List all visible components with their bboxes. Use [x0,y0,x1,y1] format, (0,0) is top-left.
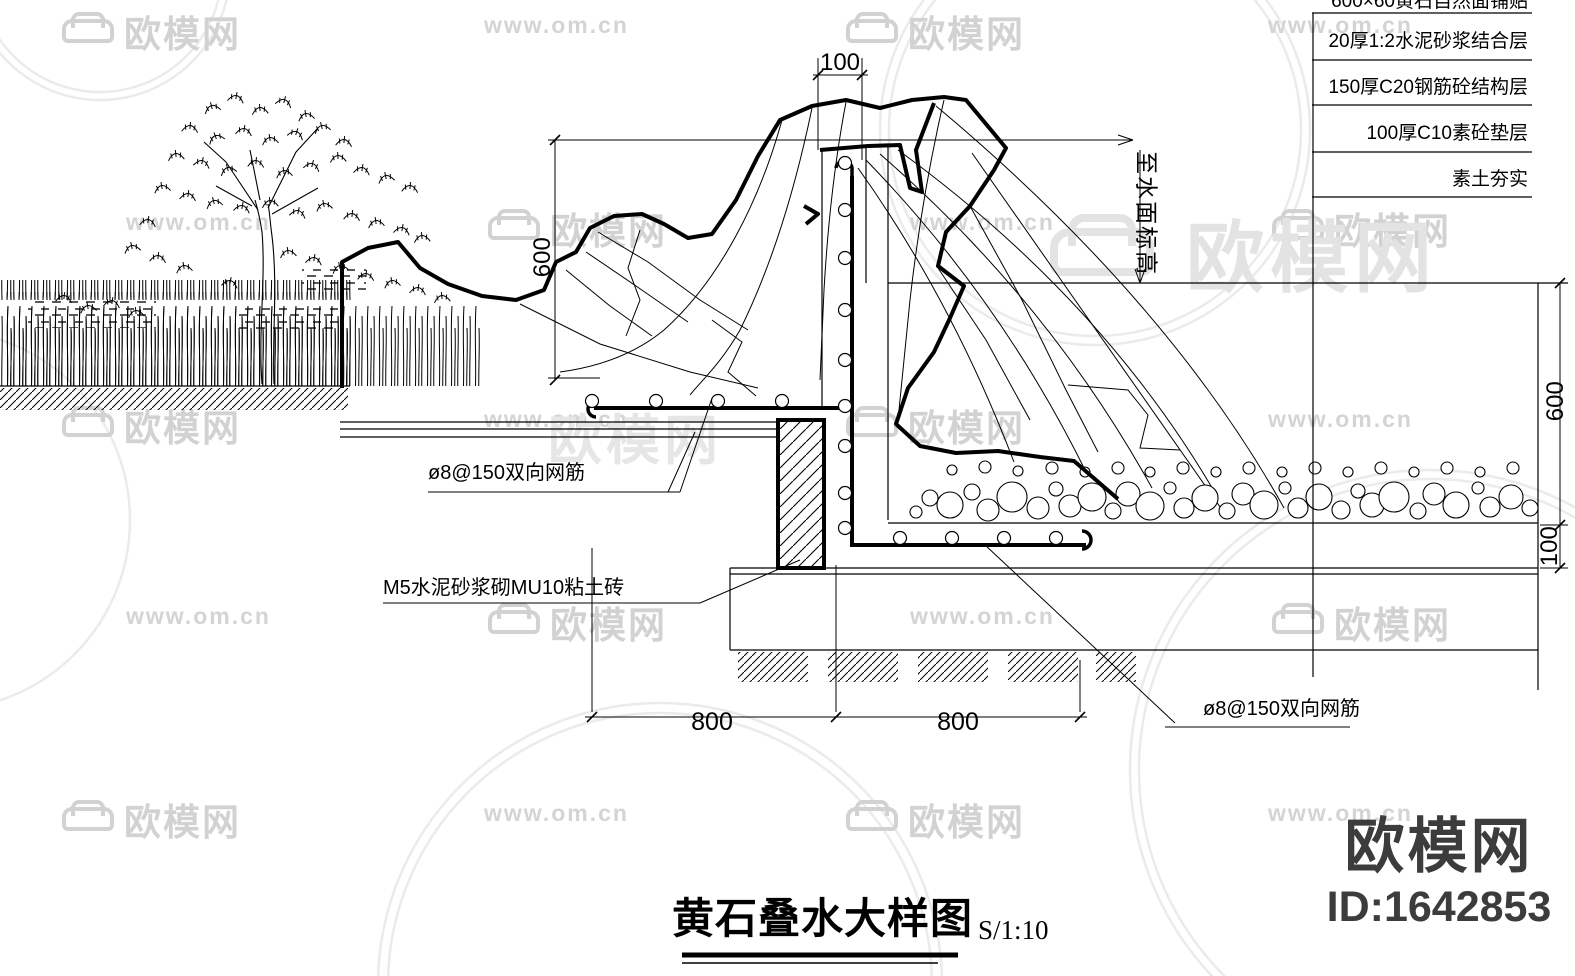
dim-right-600: 600 [1541,381,1569,422]
water-level-note: 至水面标高 [1133,151,1160,277]
material-row-3: 100厚C10素砼垫层 [1366,123,1528,144]
sofa-icon [846,800,898,831]
material-table [1312,12,1532,677]
watermark-brand-tile: 欧模网 [62,398,241,452]
callout-brick-wall: M5水泥砂浆砌MU10粘土砖 [383,577,625,599]
brick-pier [776,418,826,570]
watermark-large-text: 欧模网 [1186,214,1439,302]
wall-outline [821,146,889,520]
material-row-1: 20厚1:2水泥砂浆结合层 [1328,31,1528,52]
site-logo: 欧模网 [1344,813,1534,880]
sofa-icon [62,12,114,43]
sofa-icon [488,603,540,634]
callout-mesh-bottom: ø8@150双向网筋 [1203,698,1361,720]
dim-bottom-800-right: 800 [937,708,979,736]
tree [203,127,319,385]
watermark-brand-tile: 欧模网 [1272,201,1451,255]
dimension-lines [548,58,1568,723]
watermark-brand-tile: 欧模网 [62,4,241,58]
pebbles [909,460,1539,522]
watermark-url-tile: www.om.cn [484,406,629,432]
rock-facets [519,99,1226,515]
material-row-4: 素土夯实 [1451,169,1528,190]
watermark-large: 欧模网 [1050,196,1438,308]
drawing-title: 黄石叠水大样图 [672,895,974,942]
sofa-icon [62,800,114,831]
dim-left-600: 600 [528,237,556,278]
watermark-medium: 欧模网 [548,396,722,475]
watermark-url-tile: www.om.cn [910,209,1055,235]
watermark-url-tile: www.om.cn [1268,12,1413,38]
watermark-url-tile: www.om.cn [126,209,271,235]
watermark-brand-tile: 欧模网 [488,595,667,649]
ground-hatch-left [0,388,348,410]
material-row-2: 150厚C20钢筋砼结构层 [1328,77,1528,98]
watermark-medium-text: 欧模网 [548,411,722,471]
dim-top-100: 100 [819,49,861,76]
watermark-brand-tile: 欧模网 [846,398,1025,452]
sofa-icon [846,12,898,43]
rock-outline [340,95,1120,501]
site-id: ID:1642853 [1326,883,1552,931]
watermark-url-tile: www.om.cn [1268,800,1413,826]
title-underline [682,952,958,964]
watermark-url-tile: www.om.cn [484,800,629,826]
watermark-brand-tile: 欧模网 [62,792,241,846]
sofa-icon [1050,214,1154,276]
dim-bottom-800-left: 800 [691,708,733,736]
watermark-url-tile: www.om.cn [484,12,629,38]
sofa-icon [488,209,540,240]
drawing-scale: S/1:10 [978,915,1049,945]
watermark-url-tile: www.om.cn [126,603,271,629]
dim-right-100: 100 [1535,526,1563,567]
material-row-0: 600×60黄石自然面铺贴 [1331,0,1528,12]
watermark-url-tile: www.om.cn [1268,406,1413,432]
callout-mesh-left: ø8@150双向网筋 [428,462,586,484]
grass [0,268,480,387]
base-soil-hatch [738,652,1136,682]
rebar-dots [584,155,1064,546]
leader-lines [383,397,1350,728]
base-slab [729,283,1539,690]
watermark-url-tile: www.om.cn [910,603,1055,629]
watermark-brand-tile: 欧模网 [846,4,1025,58]
watermark-brand-tile: 欧模网 [846,792,1025,846]
